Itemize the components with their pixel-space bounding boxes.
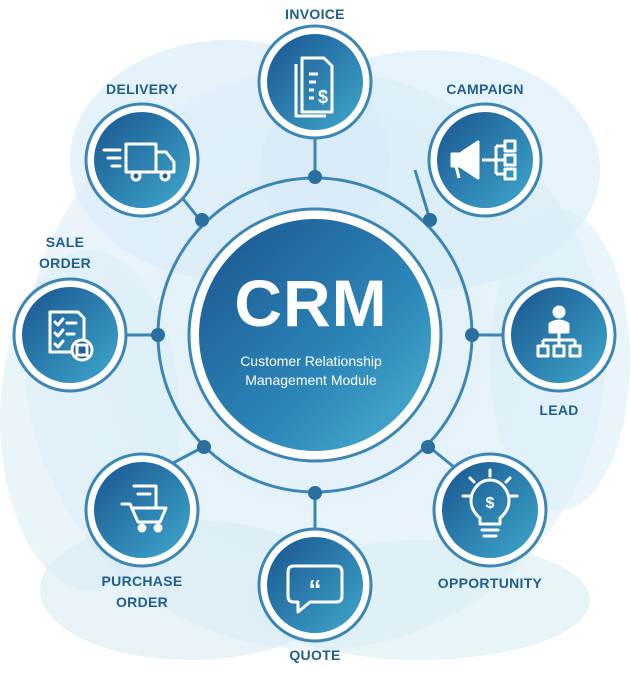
node-quote (257, 527, 373, 643)
svg-text:$: $ (486, 495, 495, 512)
crm-subtitle-line2: Management Module (245, 372, 377, 388)
org-chart-icon (536, 305, 582, 358)
label-sale-order-line1: SALE (45, 234, 85, 250)
cart-icon (120, 484, 168, 533)
checklist-icon (48, 310, 94, 362)
label-opportunity: OPPORTUNITY (437, 575, 543, 591)
node-purchase-order (84, 452, 200, 568)
junction-dots (151, 170, 479, 500)
label-invoice: INVOICE (285, 6, 345, 22)
speech-bubble-icon: “ (286, 564, 344, 614)
node-opportunity (432, 452, 548, 568)
megaphone-icon (450, 139, 517, 181)
label-lead: LEAD (539, 402, 579, 418)
label-purchase-order: PURCHASE ORDER (82, 571, 202, 613)
crm-subtitle-line1: Customer Relationship (240, 353, 382, 369)
node-delivery (84, 102, 200, 218)
invoice-icon: $ (294, 56, 334, 118)
label-sale-order-line2: ORDER (38, 255, 92, 271)
truck-icon (102, 142, 176, 182)
crm-core (187, 207, 443, 463)
label-sale-order: SALE ORDER (20, 232, 110, 274)
label-purchase-order-line2: ORDER (115, 594, 169, 610)
crm-subtitle: Customer Relationship Management Module (191, 352, 431, 390)
crm-title: CRM (234, 266, 388, 340)
svg-text:“: “ (309, 574, 322, 604)
label-quote: QUOTE (289, 647, 341, 663)
svg-text:$: $ (318, 87, 328, 107)
label-campaign: CAMPAIGN (446, 81, 524, 97)
label-purchase-order-line1: PURCHASE (101, 573, 183, 589)
lightbulb-icon: $ (461, 468, 519, 538)
label-delivery: DELIVERY (106, 81, 178, 97)
